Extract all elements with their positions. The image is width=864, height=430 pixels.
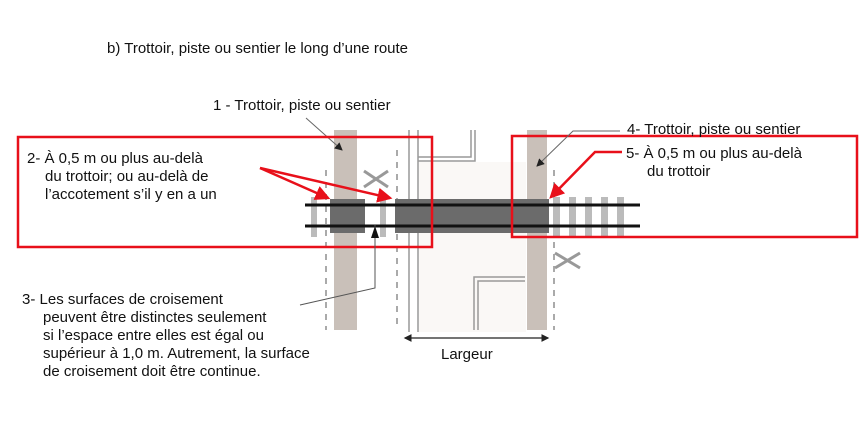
railway-track — [305, 197, 640, 237]
red-arrow — [259, 166, 331, 200]
road — [408, 130, 526, 332]
leader-3 — [299, 225, 376, 306]
leader-4 — [536, 130, 620, 167]
label-3: 3- Les surfaces de croisement peuvent êt… — [22, 291, 314, 380]
crossbuck-sign-icon — [554, 251, 581, 270]
crossbuck-sign-icon — [363, 169, 389, 189]
leader-3-arrowhead — [371, 226, 379, 238]
label-1: 1 - Trottoir, piste ou sentier — [213, 97, 391, 114]
label-2: 2- À 0,5 m ou plus au-delà du trottoir; … — [27, 150, 217, 203]
label-4: 4- Trottoir, piste ou sentier — [627, 121, 800, 138]
highlight-box-right — [510, 134, 859, 239]
width-label: Largeur — [441, 346, 493, 363]
label-5: 5- À 0,5 m ou plus au-delà du trottoir — [626, 145, 806, 180]
red-arrow — [259, 166, 393, 203]
highlight-box-left — [16, 135, 434, 249]
red-arrow — [549, 150, 622, 199]
leader-1 — [305, 117, 343, 151]
diagram-title: b) Trottoir, piste ou sentier le long d’… — [107, 40, 408, 57]
